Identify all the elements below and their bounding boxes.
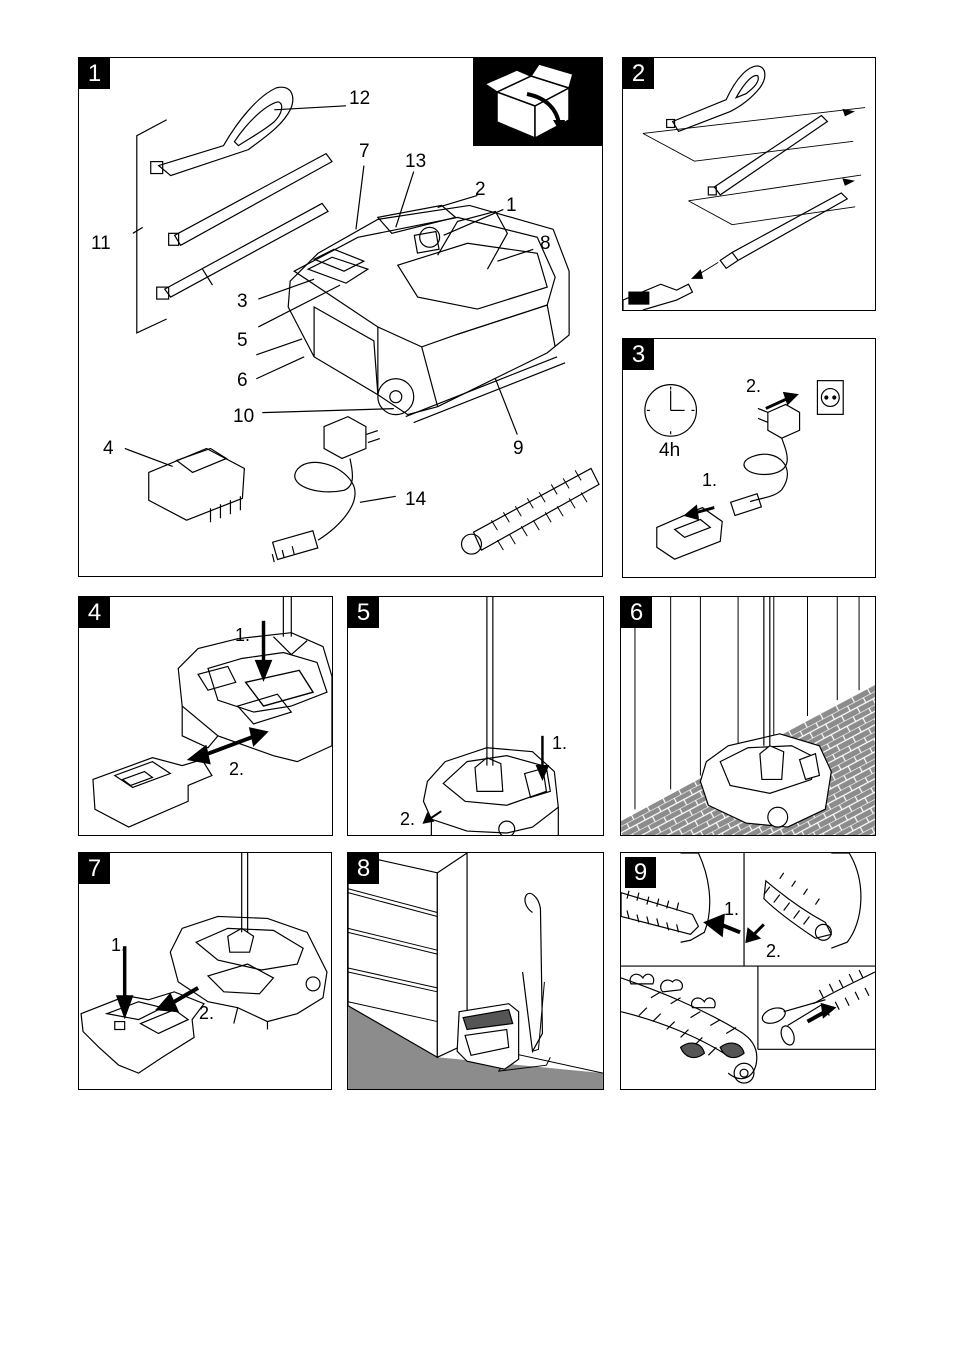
figure-8-panel: 8 xyxy=(347,852,604,1090)
figure-9-panel: 9 xyxy=(620,852,876,1090)
step-1-label: 1. xyxy=(702,470,717,490)
figure-2-panel: 2 xyxy=(622,57,876,311)
figure-1-number: 1 xyxy=(79,58,110,89)
figure-6-number: 6 xyxy=(621,597,652,628)
figure-6-sweeping-paving xyxy=(621,597,875,835)
step-2-label: 2. xyxy=(746,376,761,396)
callout-14: 14 xyxy=(405,490,426,510)
figure-1-exploded-view xyxy=(79,58,602,576)
figure-3-panel: 3 xyxy=(622,338,876,578)
step-1-label: 1. xyxy=(111,935,126,955)
figure-9-number: 9 xyxy=(625,857,656,888)
callout-5: 5 xyxy=(237,331,248,351)
callout-13: 13 xyxy=(405,152,426,172)
callout-9: 9 xyxy=(513,439,524,459)
figure-4-battery-removal xyxy=(79,597,332,835)
step-1-label: 1. xyxy=(552,733,567,753)
figure-5-power-on xyxy=(348,597,603,835)
figure-8-number: 8 xyxy=(348,853,379,884)
step-2-label: 2. xyxy=(766,941,781,961)
callout-1: 1 xyxy=(506,196,517,216)
figure-6-panel: 6 xyxy=(620,596,876,836)
figure-1-panel: 1 xyxy=(78,57,603,577)
figure-5-number: 5 xyxy=(348,597,379,628)
callout-2: 2 xyxy=(475,180,486,200)
callout-4: 4 xyxy=(103,439,114,459)
figure-7-number: 7 xyxy=(79,853,110,884)
step-1-label: 1. xyxy=(724,899,739,919)
callout-12: 12 xyxy=(349,89,370,109)
figure-3-number: 3 xyxy=(623,339,654,370)
figure-5-panel: 5 1. 2. xyxy=(347,596,604,836)
callout-10: 10 xyxy=(233,407,254,427)
figure-2-handle-assembly xyxy=(623,58,875,310)
scissors-icon xyxy=(760,1000,825,1047)
callout-11: 11 xyxy=(91,234,111,254)
clock-icon xyxy=(645,385,697,437)
step-2-label: 2. xyxy=(199,1003,214,1023)
charge-time-label: 4h xyxy=(659,441,680,461)
figure-7-dirt-container-removal xyxy=(79,853,331,1089)
figure-4-panel: 4 1. 2. xyxy=(78,596,333,836)
callout-8: 8 xyxy=(540,234,551,254)
figure-8-storage xyxy=(348,853,603,1089)
callout-6: 6 xyxy=(237,371,248,391)
callout-7: 7 xyxy=(359,142,370,162)
figure-4-number: 4 xyxy=(79,597,110,628)
figure-2-number: 2 xyxy=(623,58,654,89)
figure-7-panel: 7 1. 2. xyxy=(78,852,332,1090)
callout-3: 3 xyxy=(237,292,248,312)
step-2-label: 2. xyxy=(229,759,244,779)
step-2-label: 2. xyxy=(400,809,415,829)
figure-9-brush-cleaning xyxy=(621,853,875,1089)
power-socket-icon xyxy=(817,381,843,415)
step-1-label: 1. xyxy=(235,625,250,645)
